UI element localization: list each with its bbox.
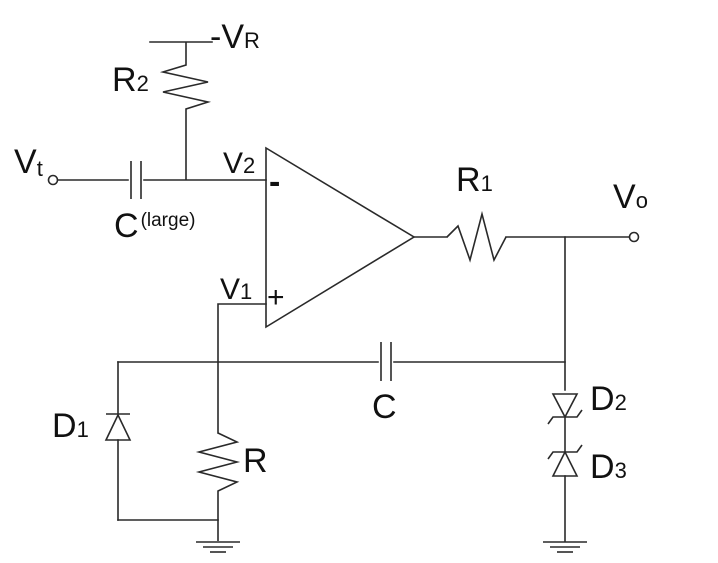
d1-left-wire: [117, 361, 219, 521]
r-label: R: [243, 442, 268, 480]
vt-label: Vt: [14, 143, 43, 181]
c-label: C: [372, 388, 397, 426]
v2-label: V2: [223, 147, 255, 180]
d3-label: D3: [590, 448, 627, 486]
coupling-capacitor: [130, 161, 142, 199]
ground-right-icon: [543, 541, 587, 553]
op-amp: [265, 146, 416, 329]
d2-label: D2: [590, 380, 627, 418]
v1-label: V1: [220, 273, 252, 306]
d1-diode: [104, 413, 132, 441]
feedback-capacitor: [380, 342, 392, 381]
vo-output-terminal: [628, 231, 640, 243]
r1-label: R1: [456, 161, 493, 199]
vt-input-terminal: [47, 174, 59, 186]
minus-sign: -: [269, 163, 280, 201]
plus-sign: +: [267, 281, 285, 314]
c-large-label: C(large): [114, 207, 195, 245]
r2-resistor: [159, 42, 212, 180]
vo-label: Vo: [613, 178, 648, 216]
r2-label: R2: [112, 61, 149, 99]
ground-left-icon: [196, 541, 240, 553]
r1-resistor: [446, 210, 507, 263]
v1-input-wire: [217, 303, 267, 434]
neg-vr-label: -VR: [210, 18, 260, 56]
r-resistor: [195, 432, 241, 541]
d1-label: D1: [52, 407, 89, 445]
